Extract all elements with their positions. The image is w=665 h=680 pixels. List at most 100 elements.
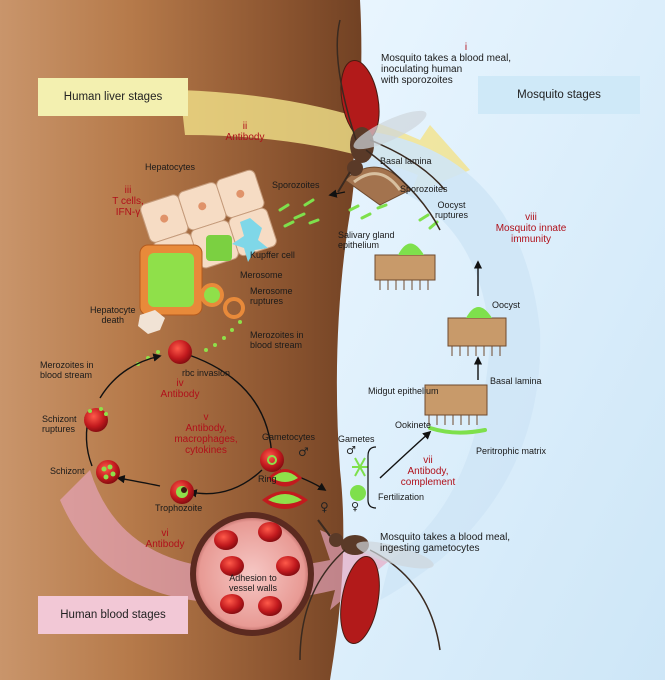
midgut-epithelium	[424, 384, 488, 435]
intervention-iv-text: Antibody	[160, 389, 200, 400]
peritrophic-matrix-label: Peritrophic matrix	[476, 446, 547, 456]
oocyst-rupture-epithelium	[374, 243, 436, 290]
oocyst-epithelium	[447, 307, 507, 356]
schizont-label: Schizont	[50, 466, 85, 476]
intervention-i-line1: Mosquito takes a blood meal,	[381, 53, 512, 64]
merozoites-blood-right-line1: Merozoites in	[250, 330, 304, 340]
ring-label: Ring	[258, 474, 277, 484]
merosome-ruptures-line2: ruptures	[250, 296, 284, 307]
intervention-vi: vi Antibody	[140, 528, 190, 550]
intervention-viii-line2: immunity	[510, 234, 551, 245]
hepatocyte-cells	[139, 169, 277, 319]
hepatocytes-label: Hepatocytes	[145, 162, 196, 172]
intervention-i-line3: with sporozoites	[381, 75, 453, 87]
merosome-label: Merosome	[240, 270, 283, 280]
gametes-label: Gametes	[338, 434, 375, 444]
adhesion-line2: vessel walls	[228, 583, 277, 594]
kupffer-cell-shape	[232, 218, 268, 262]
mosquito-top-figure	[336, 19, 446, 231]
oocyst-ruptures-line2: ruptures	[435, 210, 469, 221]
intervention-v-line3: cytokines	[185, 445, 227, 456]
blue-cycle-arrow	[350, 130, 541, 600]
blood-meal-gam-line2: ingesting gametocytes	[380, 543, 480, 555]
oocyst-ruptures-label: Oocyst ruptures	[435, 200, 468, 220]
merozoites-blood-left-line1: Merozoites in	[40, 360, 94, 370]
fertilization-label: Fertilization	[378, 492, 425, 502]
intervention-vii-num: vii	[423, 455, 433, 466]
trophozoite-label: Trophozoite	[155, 503, 203, 513]
oocyst-ruptures-line1: Oocyst	[437, 200, 466, 210]
merosome-ruptures-line1: Merosome	[250, 286, 293, 296]
yellow-cycle-arrow	[180, 90, 470, 195]
intervention-viii: viii Mosquito innate immunity	[486, 212, 576, 245]
merozoites-blood-right-line2: blood stream	[250, 340, 303, 351]
basal-lamina-top-label: Basal lamina	[380, 156, 432, 166]
hepatocyte-death-line1: Hepatocyte	[90, 305, 136, 315]
gametocytes-label: Gametocytes	[262, 432, 316, 442]
intervention-i-line2: inoculating human	[381, 64, 463, 76]
intervention-iv-num: iv	[176, 378, 184, 389]
hepatocyte-death-label: Hepatocyte death	[90, 305, 136, 325]
adhesion-label: Adhesion to vessel walls	[228, 573, 278, 593]
oocyst-label: Oocyst	[492, 300, 521, 310]
sporozoites-liver-label: Sporozoites	[272, 180, 320, 190]
intervention-v-line1: Antibody,	[185, 423, 227, 434]
gamete-male-symbol: ♂	[346, 444, 356, 457]
mosquito-box-bg	[478, 76, 640, 114]
salivary-gland-line1: Salivary gland	[338, 230, 395, 240]
schizont-ruptures-line1: Schizont	[42, 414, 77, 424]
schizont-ruptures-line2: ruptures	[42, 424, 76, 435]
blood-meal-gametocytes-label: Mosquito takes a blood meal, ingesting g…	[380, 532, 510, 554]
arrow-ring-to-trophozoite	[188, 469, 263, 498]
blood-box-bg	[38, 596, 188, 634]
intervention-iii-line2: IFN-γ	[115, 207, 141, 218]
intervention-v-num: v	[203, 412, 209, 423]
merosome-ruptures-label: Merosome ruptures	[250, 286, 293, 306]
liver-box-bg	[38, 78, 188, 116]
salivary-gland-label: Salivary gland epithelium	[338, 230, 395, 250]
basal-lamina-mid-label: Basal lamina	[490, 376, 542, 386]
intervention-vii-line2: complement	[400, 477, 456, 488]
gametocyte-male-symbol: ♂	[298, 445, 309, 459]
human-liver-stages-label: Human liver stages	[63, 91, 163, 103]
arrow-rbc-to-ring	[179, 351, 277, 462]
salivary-gland-line2: epithelium	[338, 240, 380, 251]
vessel-adhesion-figure	[190, 512, 314, 636]
intervention-ii: ii Antibody	[220, 121, 270, 143]
intervention-vi-text: Antibody	[145, 539, 185, 550]
intervention-iv: iv Antibody	[155, 378, 205, 400]
arrow-rupture-to-rbc	[99, 353, 162, 399]
blood-meal-gam-line1: Mosquito takes a blood meal,	[380, 532, 511, 543]
merozoites-blood-right-label: Merozoites in blood stream	[250, 330, 304, 350]
intervention-viii-line1: Mosquito innate	[495, 223, 567, 234]
arrow-trophozoite-to-schizont	[116, 474, 161, 487]
intervention-vii: vii Antibody, complement	[393, 455, 463, 488]
trophozoite-cell	[170, 480, 194, 504]
mosquito-bottom-figure	[299, 519, 441, 661]
intervention-v: v Antibody, macrophages, cytokines	[166, 412, 246, 456]
ookinete-label: Ookinete	[395, 420, 432, 430]
schizont-ruptures-label: Schizont ruptures	[42, 414, 77, 434]
intervention-vi-num: vi	[161, 528, 169, 539]
midgut-epithelium-label: Midgut epithelium	[368, 386, 439, 396]
dead-hepatocyte-shape	[138, 310, 165, 334]
intervention-v-line2: macrophages,	[174, 434, 238, 445]
intervention-i-num: i	[464, 42, 468, 53]
arrow-fertilization-to-ookinete	[379, 430, 432, 479]
intervention-viii-num: viii	[525, 212, 537, 223]
rbc-invasion-cell	[168, 340, 192, 364]
ring-cell	[260, 448, 284, 472]
intervention-ii-num: ii	[242, 121, 248, 132]
intervention-iii: iii T cells, IFN-γ	[103, 185, 153, 218]
liver-sporozoites	[278, 198, 320, 228]
kupffer-cell-label: Kupffer cell	[250, 250, 295, 260]
hepatocyte-death-line2: death	[101, 315, 125, 326]
schizont-rupture-cell	[84, 407, 108, 432]
sporozoites-mosquito-label: Sporozoites	[400, 184, 448, 194]
adhesion-line1: Adhesion to	[229, 573, 277, 583]
gamete-female-symbol: ♀	[351, 500, 360, 513]
human-blood-stages-label: Human blood stages	[60, 609, 166, 621]
intervention-i: i Mosquito takes a blood meal, inoculati…	[381, 42, 551, 87]
